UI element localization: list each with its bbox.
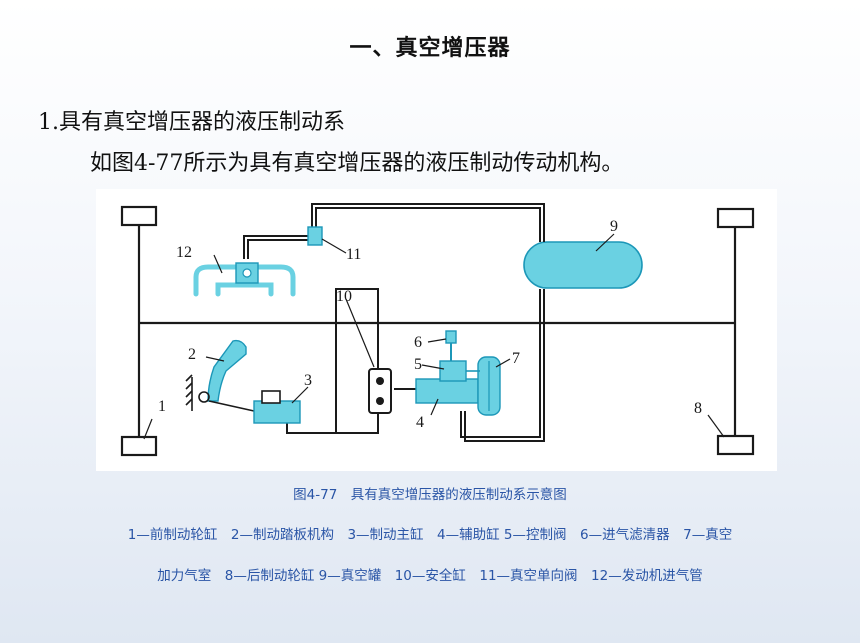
legend-line-2: 加力气室 8—后制动轮缸 9—真空罐 10—安全缸 11—真空单向阀 12—发动…: [157, 568, 703, 584]
label-2: 2: [188, 346, 196, 363]
label-5: 5: [414, 356, 422, 373]
diagram-svg: 1 2 3 4 5 6 7 8 9 10 11 12: [120, 203, 755, 457]
air-filter-6: [445, 330, 457, 344]
pipe-tank-to-booster: [460, 289, 541, 438]
pipe-tank-to-check-valve: [315, 207, 541, 242]
label-6: 6: [414, 334, 422, 351]
pipe-safety-down: [335, 288, 379, 434]
pipe-tank-to-check-valve-b: [311, 203, 545, 242]
brake-system-diagram: 1 2 3 4 5 6 7 8 9 10 11 12: [96, 189, 777, 471]
label-3: 3: [304, 372, 312, 389]
pipe-master-to-safety: [286, 421, 336, 434]
figure-caption: 图4-77 具有真空增压器的液压制动系示意图: [293, 487, 567, 503]
section-heading: 1.具有真空增压器的液压制动系: [38, 110, 345, 135]
pipe-tank-to-booster-b: [464, 289, 545, 442]
master-reservoir: [261, 390, 281, 404]
slide-title: 一、真空增压器: [349, 36, 511, 61]
label-7: 7: [512, 350, 520, 367]
legend-line-1: 1—前制动轮缸 2—制动踏板机构 3—制动主缸 4—辅助缸 5—控制阀 6—进气…: [127, 527, 733, 543]
label-10: 10: [336, 288, 352, 305]
vacuum-tank-9: [523, 241, 643, 289]
front-wheel-top: [120, 205, 158, 227]
front-wheel-cylinder-1: [120, 435, 158, 457]
pipe-check-valve-to-intake-b: [247, 239, 310, 259]
label-11: 11: [346, 246, 361, 263]
label-9: 9: [610, 218, 618, 235]
auxiliary-cylinder-4: [415, 378, 479, 404]
rear-wheel-cylinder-8: [716, 434, 755, 456]
brake-pedal-2: [207, 339, 247, 402]
label-1: 1: [158, 398, 166, 415]
vacuum-check-valve-11: [307, 226, 323, 246]
label-8: 8: [694, 400, 702, 417]
label-4: 4: [416, 414, 424, 431]
pipe-check-valve-to-intake: [243, 235, 310, 259]
control-valve-5: [439, 360, 467, 382]
master-cylinder-3: [253, 400, 301, 424]
intro-paragraph: 如图4-77所示为具有真空增压器的液压制动传动机构。: [90, 151, 624, 176]
rear-wheel-top: [716, 207, 755, 229]
pedal-mount: [185, 374, 255, 412]
label-12: 12: [176, 244, 192, 261]
safety-cylinder-10: [368, 368, 392, 414]
